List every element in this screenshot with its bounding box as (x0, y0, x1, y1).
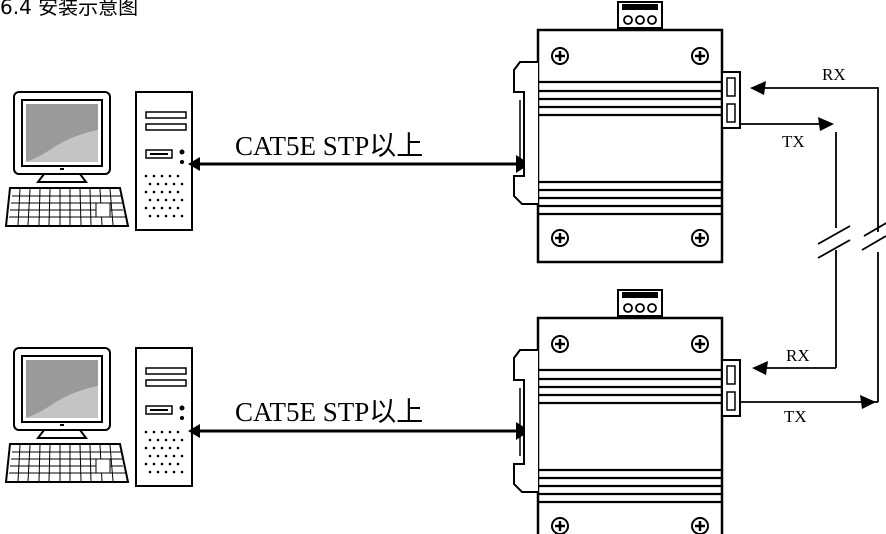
computer-icon-bottom (5, 347, 193, 487)
cable-label-top: CAT5E STP以上 (235, 131, 423, 161)
arrowhead-icon (752, 361, 768, 375)
cable-label-bottom: CAT5E STP以上 (235, 397, 423, 427)
arrowhead-icon (750, 81, 766, 95)
arrowhead-icon (188, 157, 200, 171)
port-label-tx-top: TX (782, 132, 805, 151)
fiber-arrowheads (750, 81, 876, 409)
arrowhead-icon (818, 117, 834, 131)
fiber-links (740, 87, 886, 403)
diagram-title: 6.4 安装示意图 (0, 0, 138, 19)
media-converter-top (514, 2, 740, 262)
port-label-rx-top: RX (822, 65, 846, 84)
port-label-rx-bottom: RX (786, 346, 810, 365)
computer-icon-top (5, 91, 193, 231)
media-converter-bottom (514, 290, 740, 534)
arrowhead-icon (188, 424, 200, 438)
port-label-tx-bottom: TX (784, 407, 807, 426)
arrowhead-icon (860, 395, 876, 409)
